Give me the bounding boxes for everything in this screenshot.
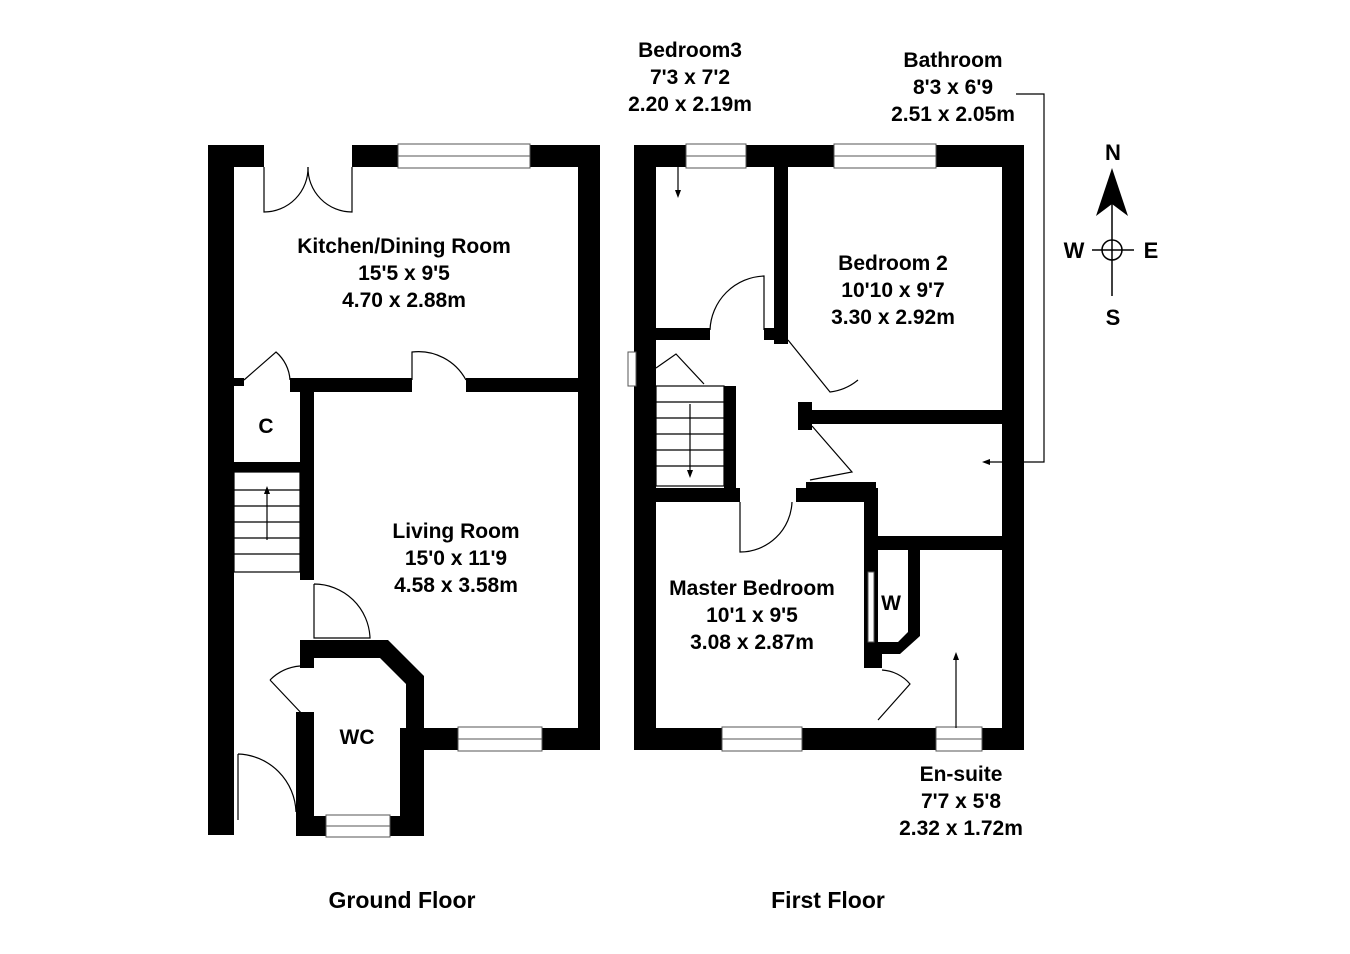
kitchen-metric: 4.70 x 2.88m xyxy=(342,289,466,312)
bedroom2-imperial: 10'10 x 9'7 xyxy=(841,279,944,302)
bedroom3-metric: 2.20 x 2.19m xyxy=(628,93,752,116)
ensuite-imperial: 7'7 x 5'8 xyxy=(921,790,1001,813)
living-imperial: 15'0 x 11'9 xyxy=(405,547,507,570)
ground-doors xyxy=(237,166,467,820)
living-metric: 4.58 x 3.58m xyxy=(394,574,518,597)
north-arrow-icon xyxy=(1096,168,1128,216)
wc-label: WC xyxy=(340,726,375,749)
master-bedroom-imperial: 10'1 x 9'5 xyxy=(706,604,798,627)
first-floor-caption: First Floor xyxy=(771,887,885,913)
first-doors xyxy=(709,275,911,721)
compass-south: S xyxy=(1106,305,1121,330)
bedroom2-name: Bedroom 2 xyxy=(838,252,948,275)
wardrobe-label: W xyxy=(881,592,901,615)
kitchen-name: Kitchen/Dining Room xyxy=(297,235,511,258)
bedroom2-metric: 3.30 x 2.92m xyxy=(831,306,955,329)
compass-west: W xyxy=(1064,238,1085,263)
master-bedroom-name: Master Bedroom xyxy=(669,577,835,600)
bedroom3-imperial: 7'3 x 7'2 xyxy=(650,66,730,89)
first-floor-plan: Bedroom3 7'3 x 7'2 2.20 x 2.19m Bathroom… xyxy=(627,39,1045,913)
first-stairs xyxy=(655,353,725,487)
ground-floor-caption: Ground Floor xyxy=(329,887,476,913)
compass-north: N xyxy=(1105,140,1121,165)
ground-floor-plan: Kitchen/Dining Room 15'5 x 9'5 4.70 x 2.… xyxy=(208,143,600,913)
living-name: Living Room xyxy=(392,520,519,543)
ensuite-metric: 2.32 x 1.72m xyxy=(899,817,1023,840)
bathroom-metric: 2.51 x 2.05m xyxy=(891,103,1015,126)
first-leaders xyxy=(675,93,1045,728)
ground-stairs xyxy=(233,471,301,573)
compass-rose-icon: N S E W xyxy=(1064,140,1159,330)
bedroom3-name: Bedroom3 xyxy=(638,39,742,62)
bathroom-name: Bathroom xyxy=(903,49,1002,72)
ensuite-name: En-suite xyxy=(920,763,1003,786)
bathroom-imperial: 8'3 x 6'9 xyxy=(913,76,993,99)
compass-east: E xyxy=(1144,238,1159,263)
kitchen-imperial: 15'5 x 9'5 xyxy=(358,262,450,285)
master-bedroom-metric: 3.08 x 2.87m xyxy=(690,631,814,654)
cupboard-label: C xyxy=(258,415,273,438)
